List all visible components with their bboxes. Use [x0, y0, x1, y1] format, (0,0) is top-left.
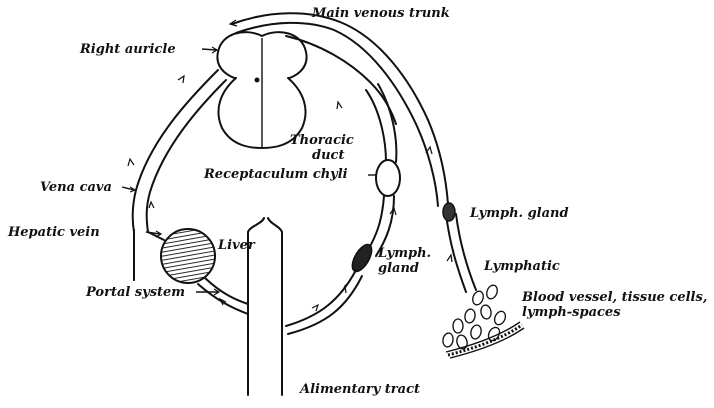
label-alimentary-tract: Alimentary tract — [300, 382, 420, 397]
label-blood-vessel-line1: Blood vessel, tissue cells, — [522, 290, 707, 305]
lymph-gland-top-node — [443, 203, 455, 221]
label-main-venous-trunk: Main venous trunk — [312, 6, 450, 21]
receptaculum-chyli-sac — [376, 160, 400, 196]
intestinal-lymphatics — [286, 270, 362, 334]
label-lymph-gland-mid-line1: Lymph. — [378, 246, 431, 261]
label-lymph-gland-top: Lymph. gland — [470, 206, 569, 221]
label-lymphatic: Lymphatic — [484, 259, 560, 274]
label-vena-cava: Vena cava — [40, 180, 112, 195]
label-lymph-gland-mid-line2: gland — [378, 261, 419, 276]
vena-cava — [133, 70, 226, 232]
label-thoracic-duct-line2: duct — [312, 148, 344, 163]
liver-organ — [161, 229, 215, 283]
label-right-auricle: Right auricle — [80, 42, 176, 57]
label-hepatic-vein: Hepatic vein — [8, 225, 100, 240]
label-liver: Liver — [218, 238, 255, 253]
label-portal-system: Portal system — [86, 285, 185, 300]
lymph-gland-mid — [348, 242, 375, 275]
hepatic-vein — [134, 230, 164, 280]
tissue-cells-cluster — [442, 284, 524, 358]
label-blood-vessel-line2: lymph-spaces — [522, 305, 621, 320]
heart — [217, 32, 306, 148]
label-thoracic-duct-line1: Thoracic — [290, 133, 354, 148]
portal-system — [198, 278, 248, 314]
label-receptaculum-chyli: Receptaculum chyli — [204, 167, 348, 182]
